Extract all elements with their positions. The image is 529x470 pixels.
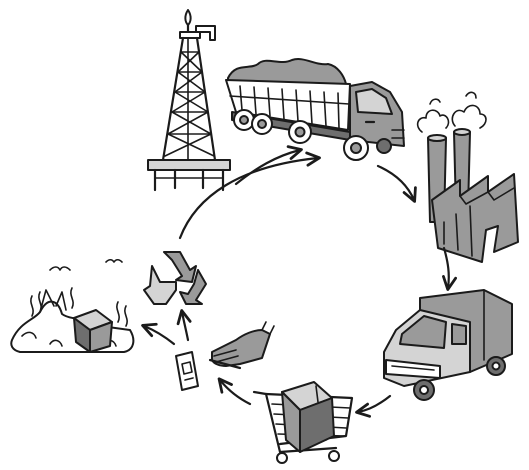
dump-truck-icon — [226, 59, 404, 160]
landfill-waste-icon — [11, 260, 133, 352]
shopping-cart-icon — [254, 382, 352, 463]
arrow-van-to-cart — [358, 396, 390, 412]
delivery-van-icon — [384, 290, 512, 400]
arrow-consumer-to-landfill — [144, 326, 174, 344]
arrow-consumer-to-recycle — [182, 312, 188, 340]
factory-icon — [418, 92, 518, 262]
hand-with-card-icon — [176, 322, 274, 390]
arrow-cart-to-consumer — [220, 380, 250, 404]
arrow-factory-to-van — [444, 248, 449, 288]
recycle-symbol-icon — [144, 252, 206, 304]
oil-derrick-icon — [148, 10, 230, 190]
arrow-truck-to-factory — [378, 166, 414, 200]
